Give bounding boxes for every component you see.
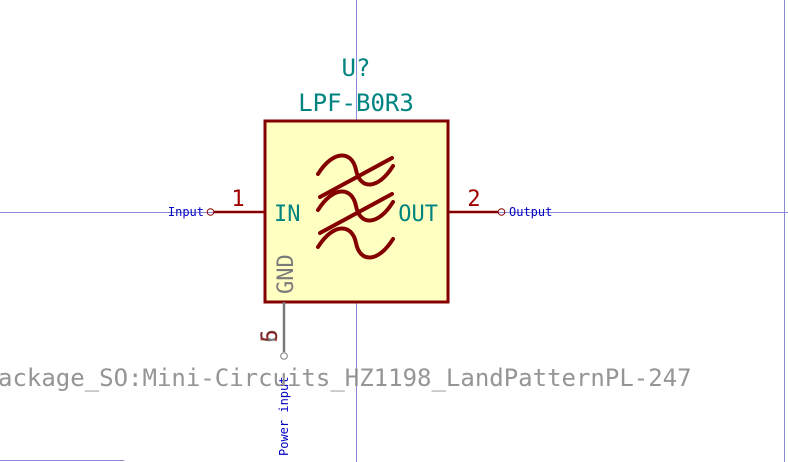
pin-end-circle-icon[interactable] <box>497 208 506 216</box>
pin-end-circle-icon[interactable] <box>206 208 215 216</box>
pin-end-circle-icon[interactable] <box>280 352 288 360</box>
pin-gnd-number: 6 <box>258 329 283 342</box>
pin-end-circles <box>206 208 506 360</box>
net-label-input[interactable]: Input <box>168 205 204 219</box>
net-label-output[interactable]: Output <box>509 205 552 219</box>
reference-designator[interactable]: U? <box>342 54 371 82</box>
value-field[interactable]: LPF-B0R3 <box>298 89 414 117</box>
footprint-field[interactable]: ackage_SO:Mini-Circuits_HZ1198_LandPatte… <box>0 364 692 392</box>
pin-wires <box>214 210 498 352</box>
pin-2-number: 2 <box>467 187 480 212</box>
net-label-power-input[interactable]: Power input <box>277 377 291 456</box>
pin-2-name: OUT <box>398 202 438 227</box>
lowpass-filter-icon <box>316 153 395 260</box>
pin-1-number: 1 <box>231 187 244 212</box>
pin-gnd-number-overlap: 5 <box>258 329 283 342</box>
pin-gnd-name: GND <box>274 254 299 294</box>
pin-1-name: IN <box>274 202 301 227</box>
